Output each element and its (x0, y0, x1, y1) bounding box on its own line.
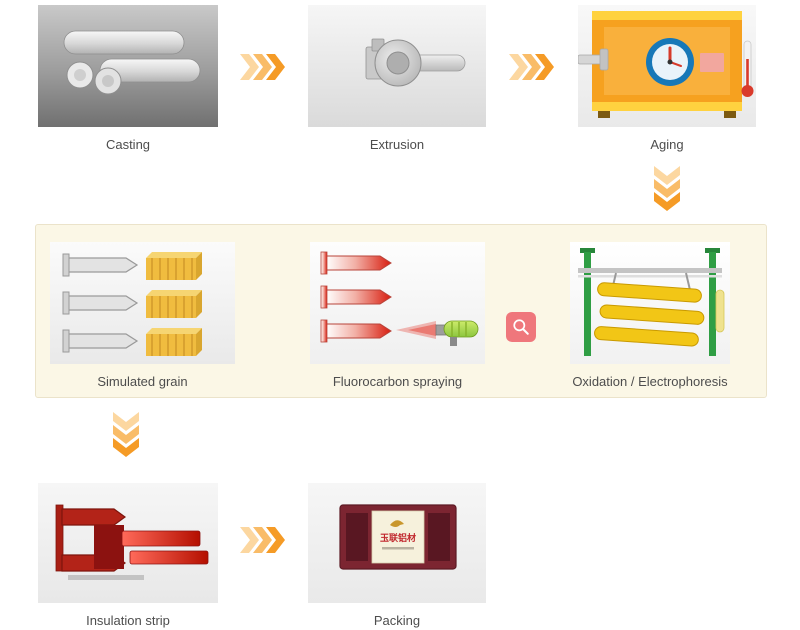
stage-aging: Aging (578, 5, 756, 153)
fluorocarbon-spraying-icon (310, 242, 485, 364)
stage-simulated-grain: Simulated grain (50, 242, 235, 390)
packing-box: 玉联铝材 (339, 504, 457, 570)
aluminum-logs (63, 30, 201, 95)
connector-casting-extrusion (240, 54, 286, 80)
connector-grain-down (113, 412, 139, 458)
label-subtext-line (382, 547, 414, 550)
packing-label-card (371, 510, 425, 564)
magnifier-icon (513, 319, 529, 335)
extrusion-label: Extrusion (369, 137, 425, 152)
casting-illustration (38, 5, 218, 127)
packing-box-label: 玉联铝材 (380, 532, 416, 543)
chevron-right-icon (240, 54, 285, 80)
aging-illustration (578, 5, 756, 127)
stage-packing: 玉联铝材 Packing (308, 483, 486, 629)
connector-aging-down (654, 166, 680, 212)
stage-insulation-strip: Insulation strip (38, 483, 218, 629)
stage-fluorocarbon-spraying: Fluorocarbon spraying (310, 242, 485, 390)
insulation-profile (55, 504, 209, 580)
aging-furnace (578, 11, 742, 118)
spray-cone (396, 321, 436, 339)
packing-label: Packing (373, 613, 421, 628)
thermometer-icon (741, 40, 754, 97)
simulated-grain-icon (50, 242, 235, 364)
extrusion-icon (308, 5, 486, 127)
spray-gun-icon (435, 320, 479, 346)
simulated-grain-illustration (50, 242, 235, 364)
casting-icon (38, 5, 218, 127)
simulated-grain-label: Simulated grain (97, 374, 188, 389)
chevron-right-icon (240, 527, 285, 553)
extrusion-illustration (308, 5, 486, 127)
chevron-down-icon (654, 166, 680, 211)
chevron-right-icon (509, 54, 554, 80)
clock-gauge (646, 38, 694, 86)
stage-extrusion: Extrusion (308, 5, 486, 153)
packing-icon: 玉联铝材 (308, 483, 486, 603)
insulation-label: Insulation strip (86, 613, 170, 628)
side-tube (715, 289, 725, 333)
extrusion-press (365, 38, 466, 87)
aging-label: Aging (650, 137, 684, 152)
oxidation-electrophoresis-icon (570, 242, 730, 364)
insulation-strip-icon (38, 483, 218, 603)
oxidation-illustration (570, 242, 730, 364)
sprayed-profiles (320, 251, 392, 343)
stage-oxidation-electrophoresis: Oxidation / Electrophoresis (545, 242, 755, 390)
brand-emblem-icon (390, 520, 404, 527)
insulation-illustration (38, 483, 218, 603)
casting-label: Casting (105, 137, 151, 152)
zoom-button[interactable] (506, 312, 536, 342)
connector-extrusion-aging (509, 54, 555, 80)
fluorocarbon-label: Fluorocarbon spraying (332, 374, 463, 389)
fluorocarbon-illustration (310, 242, 485, 364)
yellow-profiles (594, 282, 705, 347)
packing-illustration: 玉联铝材 (308, 483, 486, 603)
chevron-down-icon (113, 412, 139, 457)
stage-casting: Casting (38, 5, 218, 153)
aging-icon (578, 5, 756, 127)
oxidation-label: Oxidation / Electrophoresis (572, 374, 728, 389)
connector-insulation-packing (240, 527, 286, 553)
wood-grain-blocks (62, 252, 202, 356)
